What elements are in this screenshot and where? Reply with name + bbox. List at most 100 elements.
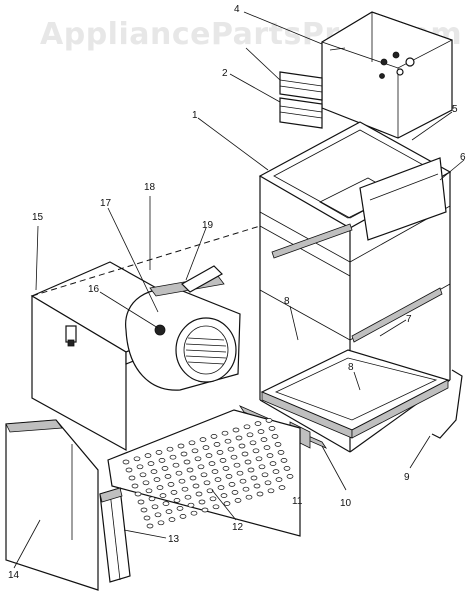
grille-hole	[234, 498, 242, 503]
callout-15: 15	[32, 212, 44, 223]
grille-hole	[191, 448, 199, 454]
callout-8-upper: 8	[284, 296, 290, 307]
grille-hole	[145, 488, 153, 494]
grille-hole	[143, 515, 151, 521]
grille-hole	[156, 485, 164, 490]
grille-hole	[122, 459, 130, 465]
leader-lines	[13, 11, 465, 569]
grille-hole	[211, 469, 219, 474]
grille-hole	[159, 493, 167, 498]
grille-hole	[230, 454, 238, 460]
callout-4: 4	[234, 4, 240, 15]
grille-hole	[260, 437, 268, 442]
grille-hole	[219, 458, 227, 463]
part-drain-pan	[260, 349, 450, 439]
grille-hole	[232, 427, 240, 433]
grille-hole	[233, 462, 241, 468]
grille-hole	[221, 430, 229, 436]
grille-hole	[224, 438, 232, 444]
blower-fins	[185, 337, 227, 365]
grille-hole	[176, 506, 184, 511]
grille-hole	[184, 494, 192, 500]
grille-hole	[165, 509, 173, 514]
grille-hole	[162, 501, 170, 506]
grille-hole	[213, 442, 221, 447]
grille-hole	[220, 493, 228, 498]
grille-hole	[236, 470, 244, 476]
part-filter-plates	[279, 71, 323, 129]
grille-hole	[195, 491, 203, 497]
grille-hole	[150, 469, 158, 474]
part-side-strip	[99, 487, 131, 583]
grille-hole	[199, 437, 207, 442]
grille-hole	[280, 458, 288, 463]
grille-hole	[208, 461, 216, 466]
grille-hole	[178, 478, 186, 484]
grille-hole	[137, 499, 145, 505]
grille-hole	[244, 459, 252, 465]
grille-hole	[161, 466, 169, 471]
callout-labels: 4 2 5 1 6 7 8 8 9 10 11 12 13 14 15 16 1…	[8, 4, 466, 581]
grille-hole	[139, 472, 147, 478]
callout-16: 16	[88, 284, 100, 295]
grille-hole	[144, 453, 152, 458]
callout-10: 10	[340, 498, 352, 509]
callout-8-lower: 8	[348, 362, 354, 373]
callout-6: 6	[460, 152, 466, 163]
grille-hole	[158, 458, 166, 463]
grille-hole	[125, 467, 133, 473]
grille-hole	[172, 462, 180, 468]
grille-hole	[169, 454, 177, 460]
grille-hole	[274, 442, 282, 447]
grille-hole	[278, 485, 286, 490]
grille-hole	[243, 424, 251, 430]
callout-2: 2	[222, 68, 228, 79]
grille-hole	[256, 491, 264, 497]
grille-hole	[166, 446, 174, 452]
grille-hole	[133, 456, 141, 462]
grille-hole	[242, 486, 250, 492]
callout-1: 1	[192, 110, 198, 121]
grille-hole	[175, 470, 183, 476]
grille-hole	[227, 446, 235, 452]
callout-7: 7	[406, 314, 412, 325]
grille-hole	[238, 443, 246, 449]
grille-hole	[223, 501, 231, 506]
grille-hole	[245, 494, 253, 500]
grille-hole	[252, 448, 260, 454]
callout-19: 19	[202, 220, 214, 231]
callout-12: 12	[232, 522, 244, 533]
grille-hole	[241, 451, 249, 457]
grille-hole	[155, 450, 163, 455]
grille-hole	[246, 432, 254, 438]
grille-hole	[239, 478, 247, 484]
grille-hole	[148, 496, 156, 502]
grille-hole	[188, 440, 196, 446]
callout-9: 9	[404, 472, 410, 483]
grille-hole	[131, 483, 139, 489]
grille-hole	[146, 523, 154, 529]
grille-hole	[201, 507, 209, 513]
grille-hole	[183, 459, 191, 465]
part-perforated-panel	[107, 409, 301, 537]
callout-14: 14	[8, 570, 20, 581]
part-cabinet	[258, 121, 452, 453]
grille-hole	[177, 443, 185, 449]
grille-hole	[140, 507, 148, 513]
callout-5: 5	[452, 104, 458, 115]
grille-hole	[136, 464, 144, 470]
part-front-panel	[5, 419, 99, 591]
grille-hole	[142, 480, 150, 486]
grille-hole	[157, 520, 165, 526]
grille-hole	[197, 464, 205, 470]
grille-hole	[267, 488, 275, 494]
grille-hole	[235, 435, 243, 441]
part-blower-wheel	[125, 265, 241, 391]
grille-hole	[154, 512, 162, 518]
grille-hole	[147, 461, 155, 466]
grille-hole	[128, 475, 136, 481]
grille-hole	[198, 499, 206, 505]
grille-hole	[151, 504, 159, 510]
grille-hole	[181, 486, 189, 492]
